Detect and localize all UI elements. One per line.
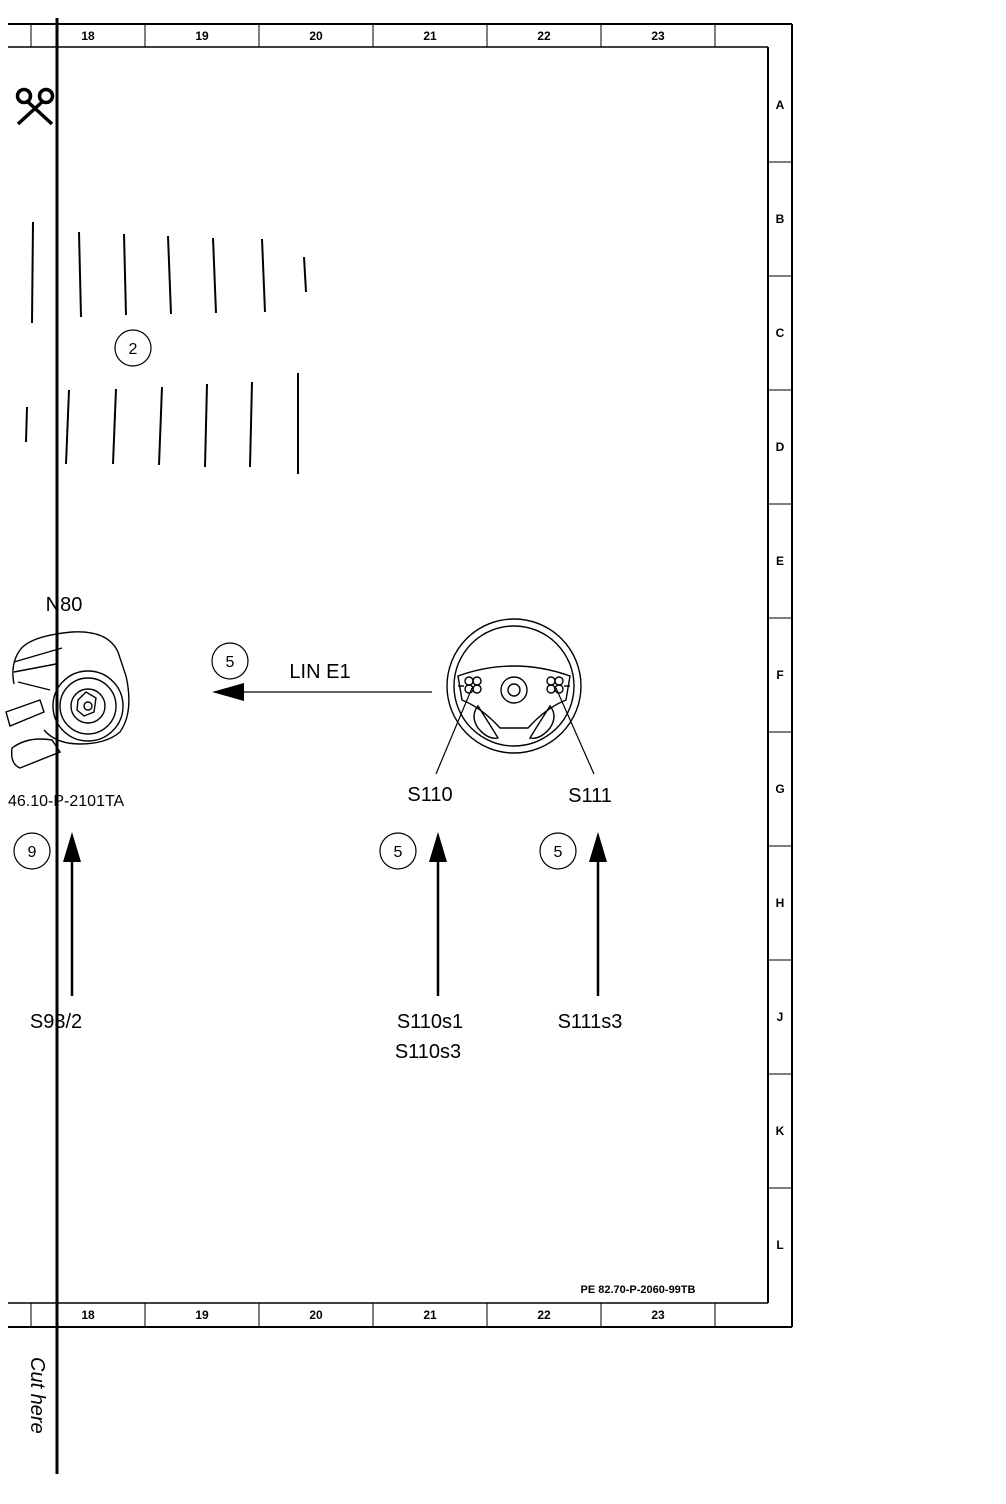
svg-text:5: 5 bbox=[394, 844, 403, 861]
s93-label: S93/2 bbox=[30, 1011, 82, 1033]
arrow-s111 bbox=[589, 832, 607, 996]
col-label-21-bottom: 21 bbox=[423, 1308, 437, 1322]
arrow-s93 bbox=[63, 832, 81, 996]
row-labels: A B C D E F G H J K L bbox=[775, 98, 784, 1252]
col-label-18-bottom: 18 bbox=[81, 1308, 95, 1322]
row-label-k: K bbox=[776, 1124, 785, 1138]
bottom-column-labels: 18 19 20 21 22 23 bbox=[81, 1308, 665, 1322]
combination-switch-icon bbox=[5, 631, 130, 769]
s110s1-label: S110s1 bbox=[397, 1011, 463, 1033]
row-label-j: J bbox=[777, 1010, 784, 1024]
n80-doc-ref: 46.10-P-2101TA bbox=[8, 793, 125, 810]
col-label-18: 18 bbox=[81, 29, 95, 43]
row-label-a: A bbox=[776, 98, 785, 112]
arrow-s110 bbox=[429, 832, 447, 996]
switch-leader-lines bbox=[435, 687, 595, 775]
col-label-19-bottom: 19 bbox=[195, 1308, 209, 1322]
col-label-20-bottom: 20 bbox=[309, 1308, 323, 1322]
scissors-icon bbox=[15, 87, 55, 126]
callout-5-lin: 5 bbox=[211, 642, 249, 680]
col-label-23-bottom: 23 bbox=[651, 1308, 665, 1322]
row-label-e: E bbox=[776, 554, 784, 568]
col-label-22-bottom: 22 bbox=[537, 1308, 551, 1322]
s111s3-label: S111s3 bbox=[558, 1011, 623, 1033]
row-label-c: C bbox=[776, 326, 785, 340]
callout-9: 9 bbox=[13, 832, 51, 870]
svg-text:5: 5 bbox=[226, 654, 235, 671]
n80-label: N80 bbox=[46, 594, 83, 616]
drawing-frame bbox=[8, 23, 793, 1328]
callout-5-s110: 5 bbox=[379, 832, 417, 870]
lin-e1-label: LIN E1 bbox=[289, 661, 350, 683]
row-label-h: H bbox=[776, 896, 785, 910]
svg-text:9: 9 bbox=[28, 844, 37, 861]
callout-2: 2 bbox=[114, 329, 152, 367]
col-label-23: 23 bbox=[651, 29, 665, 43]
svg-text:5: 5 bbox=[554, 844, 563, 861]
row-label-l: L bbox=[776, 1238, 783, 1252]
row-label-f: F bbox=[776, 668, 783, 682]
svg-text:2: 2 bbox=[129, 341, 138, 358]
lin-bus-arrow bbox=[212, 683, 432, 701]
col-label-19: 19 bbox=[195, 29, 209, 43]
cut-here-label: Cut here bbox=[26, 1357, 48, 1434]
connector-pins-lower bbox=[25, 373, 299, 474]
s110s3-label: S110s3 bbox=[395, 1041, 461, 1063]
row-label-g: G bbox=[775, 782, 784, 796]
row-label-d: D bbox=[776, 440, 785, 454]
callout-5-s111: 5 bbox=[539, 832, 577, 870]
s110-label: S110 bbox=[407, 784, 452, 806]
col-label-20: 20 bbox=[309, 29, 323, 43]
document-reference: PE 82.70-P-2060-99TB bbox=[581, 1284, 696, 1296]
top-column-labels: 18 19 20 21 22 23 bbox=[81, 29, 665, 43]
col-label-21: 21 bbox=[423, 29, 437, 43]
s111-label: S111 bbox=[568, 785, 612, 807]
steering-wheel-icon bbox=[446, 618, 582, 754]
connector-pins-upper bbox=[31, 221, 307, 324]
col-label-22: 22 bbox=[537, 29, 551, 43]
row-label-b: B bbox=[776, 212, 785, 226]
